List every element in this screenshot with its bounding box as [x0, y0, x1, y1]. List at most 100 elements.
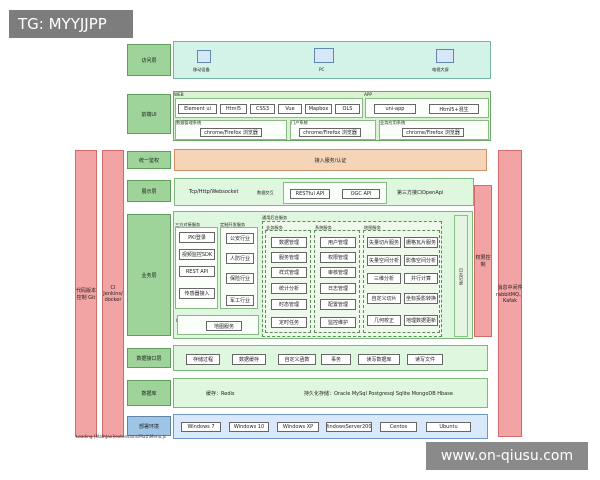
channel-tag: TG: MYYJJPP — [9, 10, 133, 38]
auth-content: 接入服务/认证 — [314, 157, 347, 164]
third-party-group: PKI登录 视频监控SDK REST API 传感器接入 — [175, 227, 218, 309]
biz-service-item: 数据管理 — [271, 237, 307, 248]
common-platform-title: 通用后台服务 — [262, 215, 288, 220]
led-group: 地图服务 — [177, 315, 259, 335]
data-interface-item: 读写数据库 — [358, 354, 400, 365]
third-party-item: 视频监控SDK — [179, 249, 215, 260]
web-title: WEB — [174, 92, 184, 97]
web-group: Element ui Html5 CSS3 Vue Mapbox OLS — [175, 98, 363, 118]
data-interface-item: 数据缓存 — [232, 354, 266, 365]
system-service-title: 系统服务 — [315, 225, 332, 230]
database-band: 缓存：Redis 持久化存储：Oracle MySql Postgresql S… — [173, 378, 488, 408]
data-interface-item: 读写文件 — [407, 354, 443, 365]
biz-service-item: 时态管理 — [271, 299, 307, 310]
auth-layer-label: 统一鉴权 — [127, 151, 171, 169]
cache-text: 缓存：Redis — [206, 391, 235, 397]
biz-service-title: 业务服务 — [266, 225, 283, 230]
deploy-item: Centos — [380, 422, 417, 432]
portal-group-2: 门户系统 chrome/Firefox 浏览器 — [290, 120, 376, 140]
deploy-item: Windows XP — [277, 422, 319, 432]
data-interface-label: 数据接口层 — [127, 348, 171, 368]
business-layer-band: 三方对接服务 PKI登录 视频监控SDK REST API 传感器接入 定制开发… — [173, 211, 473, 339]
portal-title-1: 数据管理系统 — [176, 120, 202, 125]
map-service-right-item: 地理数据更新 — [404, 315, 438, 326]
tv-screen-icon — [436, 49, 454, 63]
map-service-right-item: 栅格瓦片服务 — [404, 237, 438, 248]
biz-service-item: 统计分析 — [271, 283, 307, 294]
log-column: 日志记录 — [454, 215, 468, 337]
database-label: 数据库 — [127, 380, 171, 406]
portal-browser-2: chrome/Firefox 浏览器 — [299, 128, 361, 137]
pc-monitor-icon — [314, 48, 334, 63]
access-layer-band: 移动设备 PC 电视大屏 — [173, 41, 491, 79]
third-party-item: REST API — [179, 266, 215, 277]
map-service-left-item: 几何校正 — [367, 315, 401, 326]
third-party-api-label: 第三方接口OpenApi — [397, 190, 444, 196]
mobile-device-label: 移动设备 — [193, 67, 210, 72]
portal-group-1: 数据管理系统 chrome/Firefox 浏览器 — [175, 120, 287, 140]
map-service-box: 地图服务 — [206, 321, 242, 331]
portal-group-3: 业务应用系统 chrome/Firefox 浏览器 — [379, 120, 489, 140]
persist-text: 持久化存储：Oracle MySql Postgresql Sqlite Mon… — [304, 391, 453, 397]
protocol-label: Tcp/Http/Websocket — [189, 189, 239, 195]
app-group: uni-app Html5+混生 — [365, 98, 489, 118]
ci-side-text: CI Jenkins/ docker — [103, 284, 123, 303]
tv-label: 电视大屏 — [432, 67, 449, 72]
system-service-item: 权限管理 — [320, 252, 356, 263]
auth-layer-band: 接入服务/认证 — [174, 149, 487, 171]
api-item: RESTful API — [290, 189, 330, 199]
system-service-item: 配置管理 — [320, 299, 356, 310]
web-item: Html5 — [220, 104, 247, 114]
api-item: OGC API — [342, 189, 380, 199]
system-service-group: 用户管理 权限管理 审核管理 日志管理 配置管理 监控维护 — [314, 230, 360, 333]
web-item: CSS3 — [250, 104, 275, 114]
mq-side-text: 消息中间件 rabbitMQ、Kafak — [495, 284, 525, 304]
map-service-left-item: 矢量空间分析 — [367, 255, 401, 266]
system-service-item: 审核管理 — [320, 267, 356, 278]
ci-side-bar: CI Jenkins/ docker — [102, 150, 124, 437]
custom-dev-item: 人防行业 — [226, 253, 254, 264]
portal-title-2: 门户系统 — [291, 120, 308, 125]
app-item: uni-app — [374, 104, 416, 114]
access-layer-label: 访问层 — [127, 44, 171, 76]
custom-dev-group-title: 定制开发服务 — [220, 222, 246, 227]
frontend-layer-band: WEB Element ui Html5 CSS3 Vue Mapbox OLS… — [173, 91, 491, 141]
deploy-item: Windows 7 — [181, 422, 221, 432]
portal-browser-3: chrome/Firefox 浏览器 — [402, 128, 464, 137]
pc-label: PC — [319, 67, 325, 72]
web-item: Mapbox — [305, 104, 332, 114]
git-side-bar: 代码版本控制 Git — [75, 150, 97, 437]
portal-browser-1: chrome/Firefox 浏览器 — [200, 128, 262, 137]
permission-side-bar: 权限控制 — [474, 185, 492, 337]
custom-dev-item: 军工行业 — [226, 295, 254, 306]
log-label: 日志记录 — [459, 267, 464, 285]
biz-service-item: 服务管理 — [271, 252, 307, 263]
web-item: Element ui — [178, 104, 217, 114]
third-party-item: PKI登录 — [179, 232, 215, 243]
git-side-text: 代码版本控制 Git — [76, 287, 97, 301]
deploy-item: WindowsServer2008 — [326, 422, 372, 432]
map-service-right-item: 影像空间分析 — [404, 255, 438, 266]
map-service-left-item: 三维分析 — [367, 273, 401, 284]
exchange-label: 数据交互 — [257, 190, 274, 195]
app-item: Html5+混生 — [429, 104, 479, 114]
map-service-left-item: 矢量切片服务 — [367, 237, 401, 248]
custom-dev-group: 公安行业 人防行业 保险行业 军工行业 — [220, 227, 258, 309]
custom-dev-item: 保险行业 — [226, 273, 254, 284]
system-service-item: 日志管理 — [320, 283, 356, 294]
data-interface-item: 事务 — [321, 354, 351, 365]
app-title: APP — [364, 92, 372, 97]
third-party-group-title: 三方对接服务 — [175, 222, 201, 227]
deploy-item: Windows 10 — [229, 422, 269, 432]
web-item: Vue — [278, 104, 302, 114]
web-item: OLS — [335, 104, 360, 114]
biz-service-group: 数据管理 服务管理 样式管理 统计分析 时态管理 定时任务 — [265, 230, 311, 333]
map-services-title: 地图服务 — [364, 225, 381, 230]
site-watermark: www.on-qiusu.com — [426, 442, 588, 470]
map-service-left-item: 自定义切片 — [367, 293, 401, 304]
biz-service-item: 定时任务 — [271, 317, 307, 328]
mobile-device-icon — [197, 50, 211, 63]
deploy-item: Ubuntu — [426, 422, 471, 432]
business-layer-label: 业务层 — [127, 214, 171, 336]
map-service-right-item: 并行计算 — [404, 273, 438, 284]
